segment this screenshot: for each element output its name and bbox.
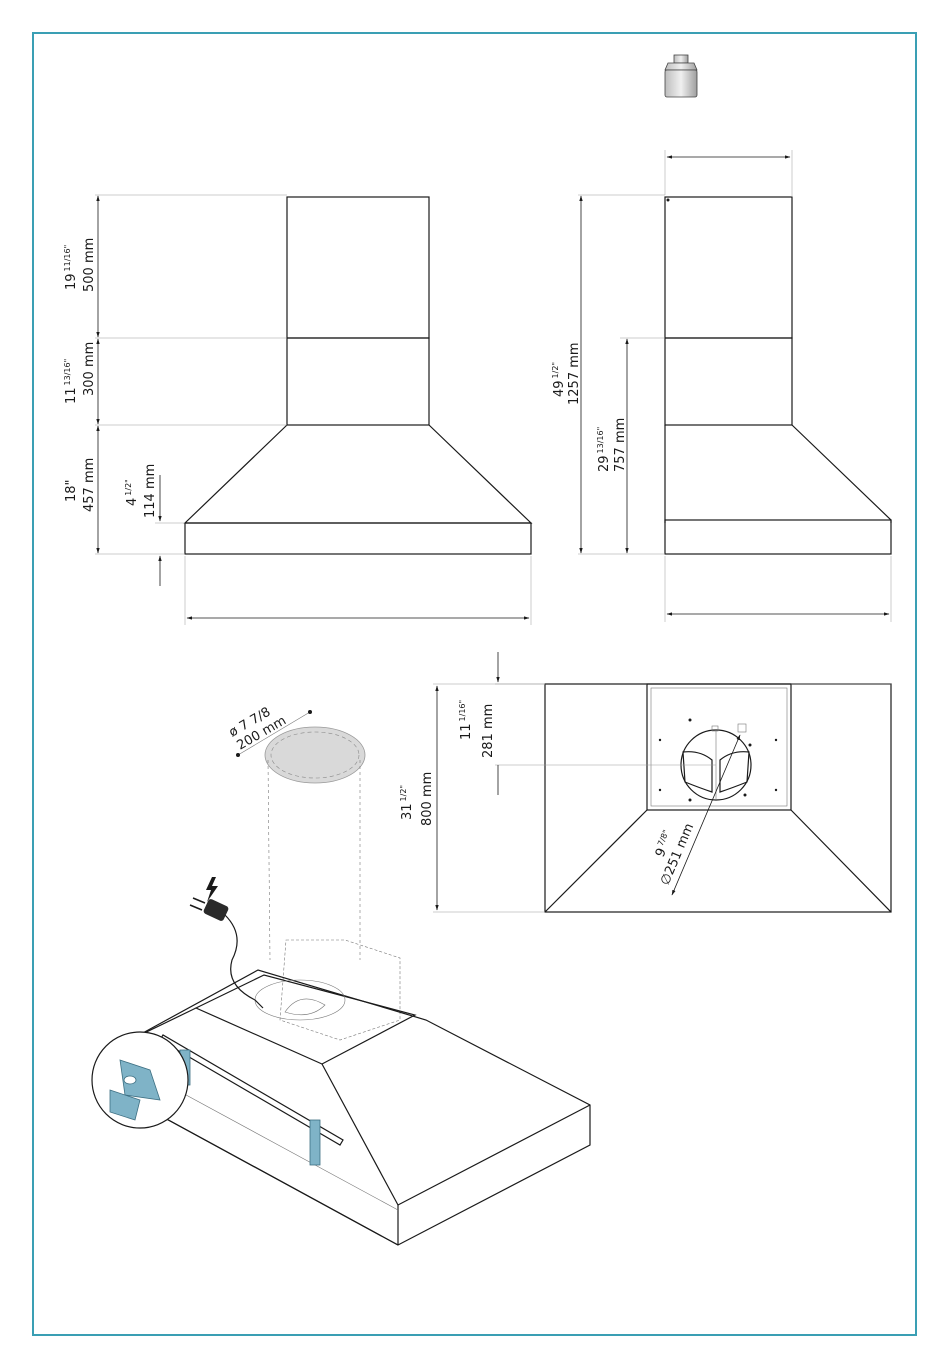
- total-height-in-label: 491/2": [551, 362, 567, 397]
- weight-icon: [665, 55, 697, 97]
- depth-in-label: 311/2": [399, 785, 415, 820]
- hood-height-in-label: 18": [64, 479, 79, 502]
- chimney-upper-in-label: 1911/16": [63, 245, 79, 290]
- total-height-mm-label: 1257 mm: [567, 342, 582, 405]
- depth-mm-label: 800 mm: [420, 772, 435, 826]
- chimney-lower-in-label: 1113/16": [63, 359, 79, 404]
- min-height-mm-label: 757 mm: [613, 418, 628, 472]
- front-view: [95, 195, 531, 625]
- isometric-view: [92, 710, 590, 1245]
- duct-offset-mm-label: 281 mm: [481, 704, 496, 758]
- side-view: [578, 150, 891, 622]
- duct-offset-in-label: 111/16": [458, 700, 474, 740]
- chimney-upper-mm-label: 500 mm: [82, 238, 97, 292]
- min-height-in-label: 2913/16": [596, 427, 612, 472]
- lightning-icon: [206, 877, 218, 902]
- front-edge-in-label: 41/2": [124, 479, 140, 506]
- front-edge-mm-label: 114 mm: [143, 464, 158, 518]
- hood-height-mm-label: 457 mm: [82, 458, 97, 512]
- chimney-lower-mm-label: 300 mm: [82, 342, 97, 396]
